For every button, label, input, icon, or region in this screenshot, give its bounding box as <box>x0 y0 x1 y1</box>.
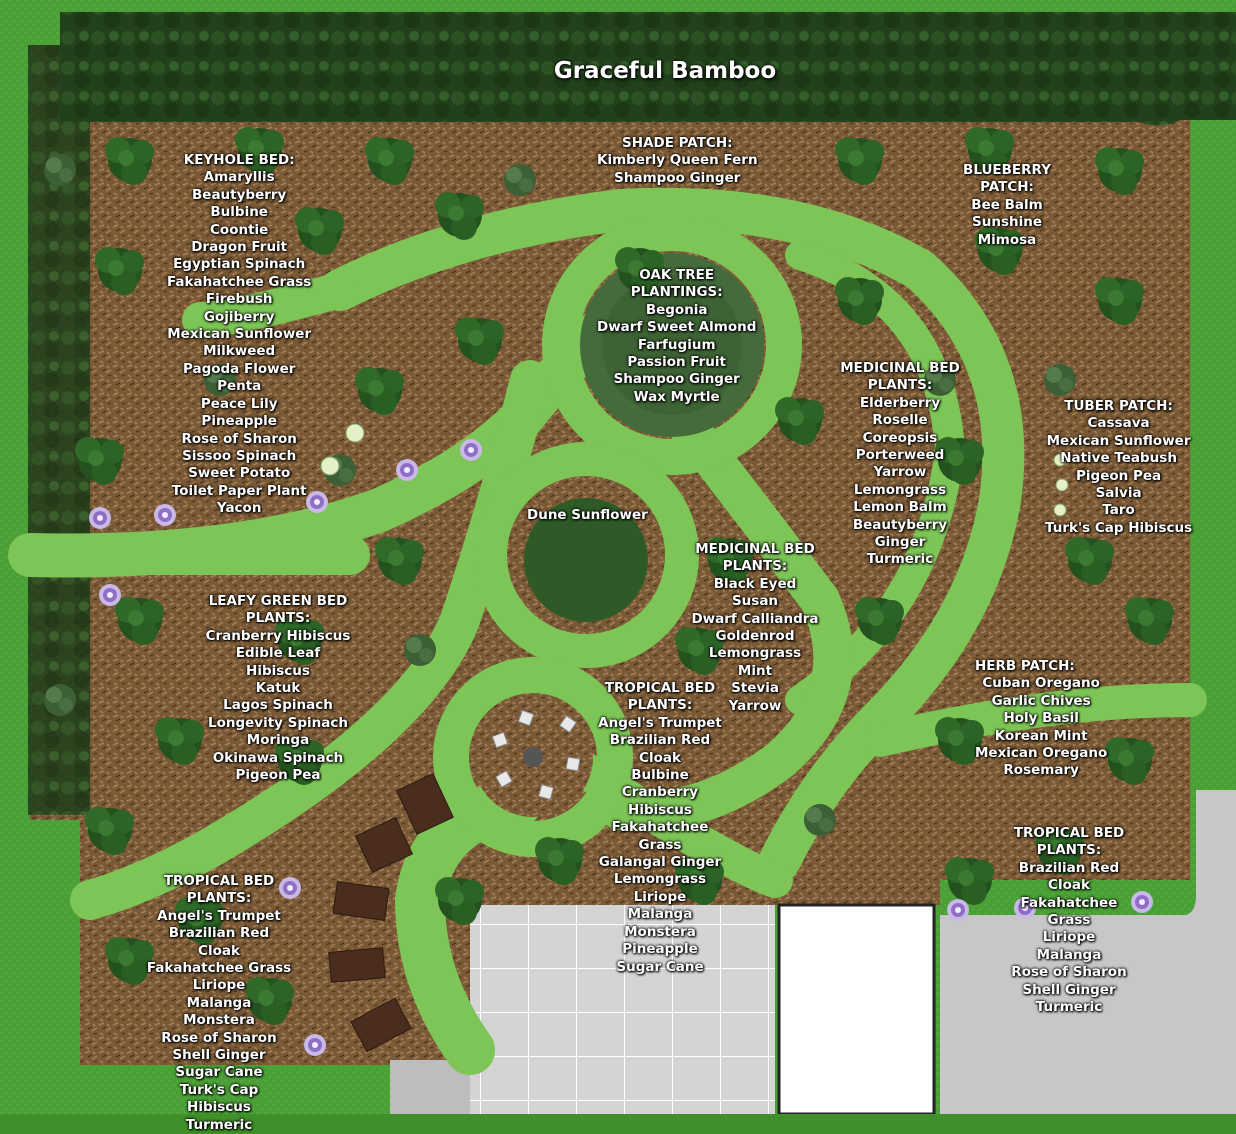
hedge-title: Graceful Bamboo <box>553 58 777 84</box>
plant-item: Turmeric <box>185 1116 253 1133</box>
